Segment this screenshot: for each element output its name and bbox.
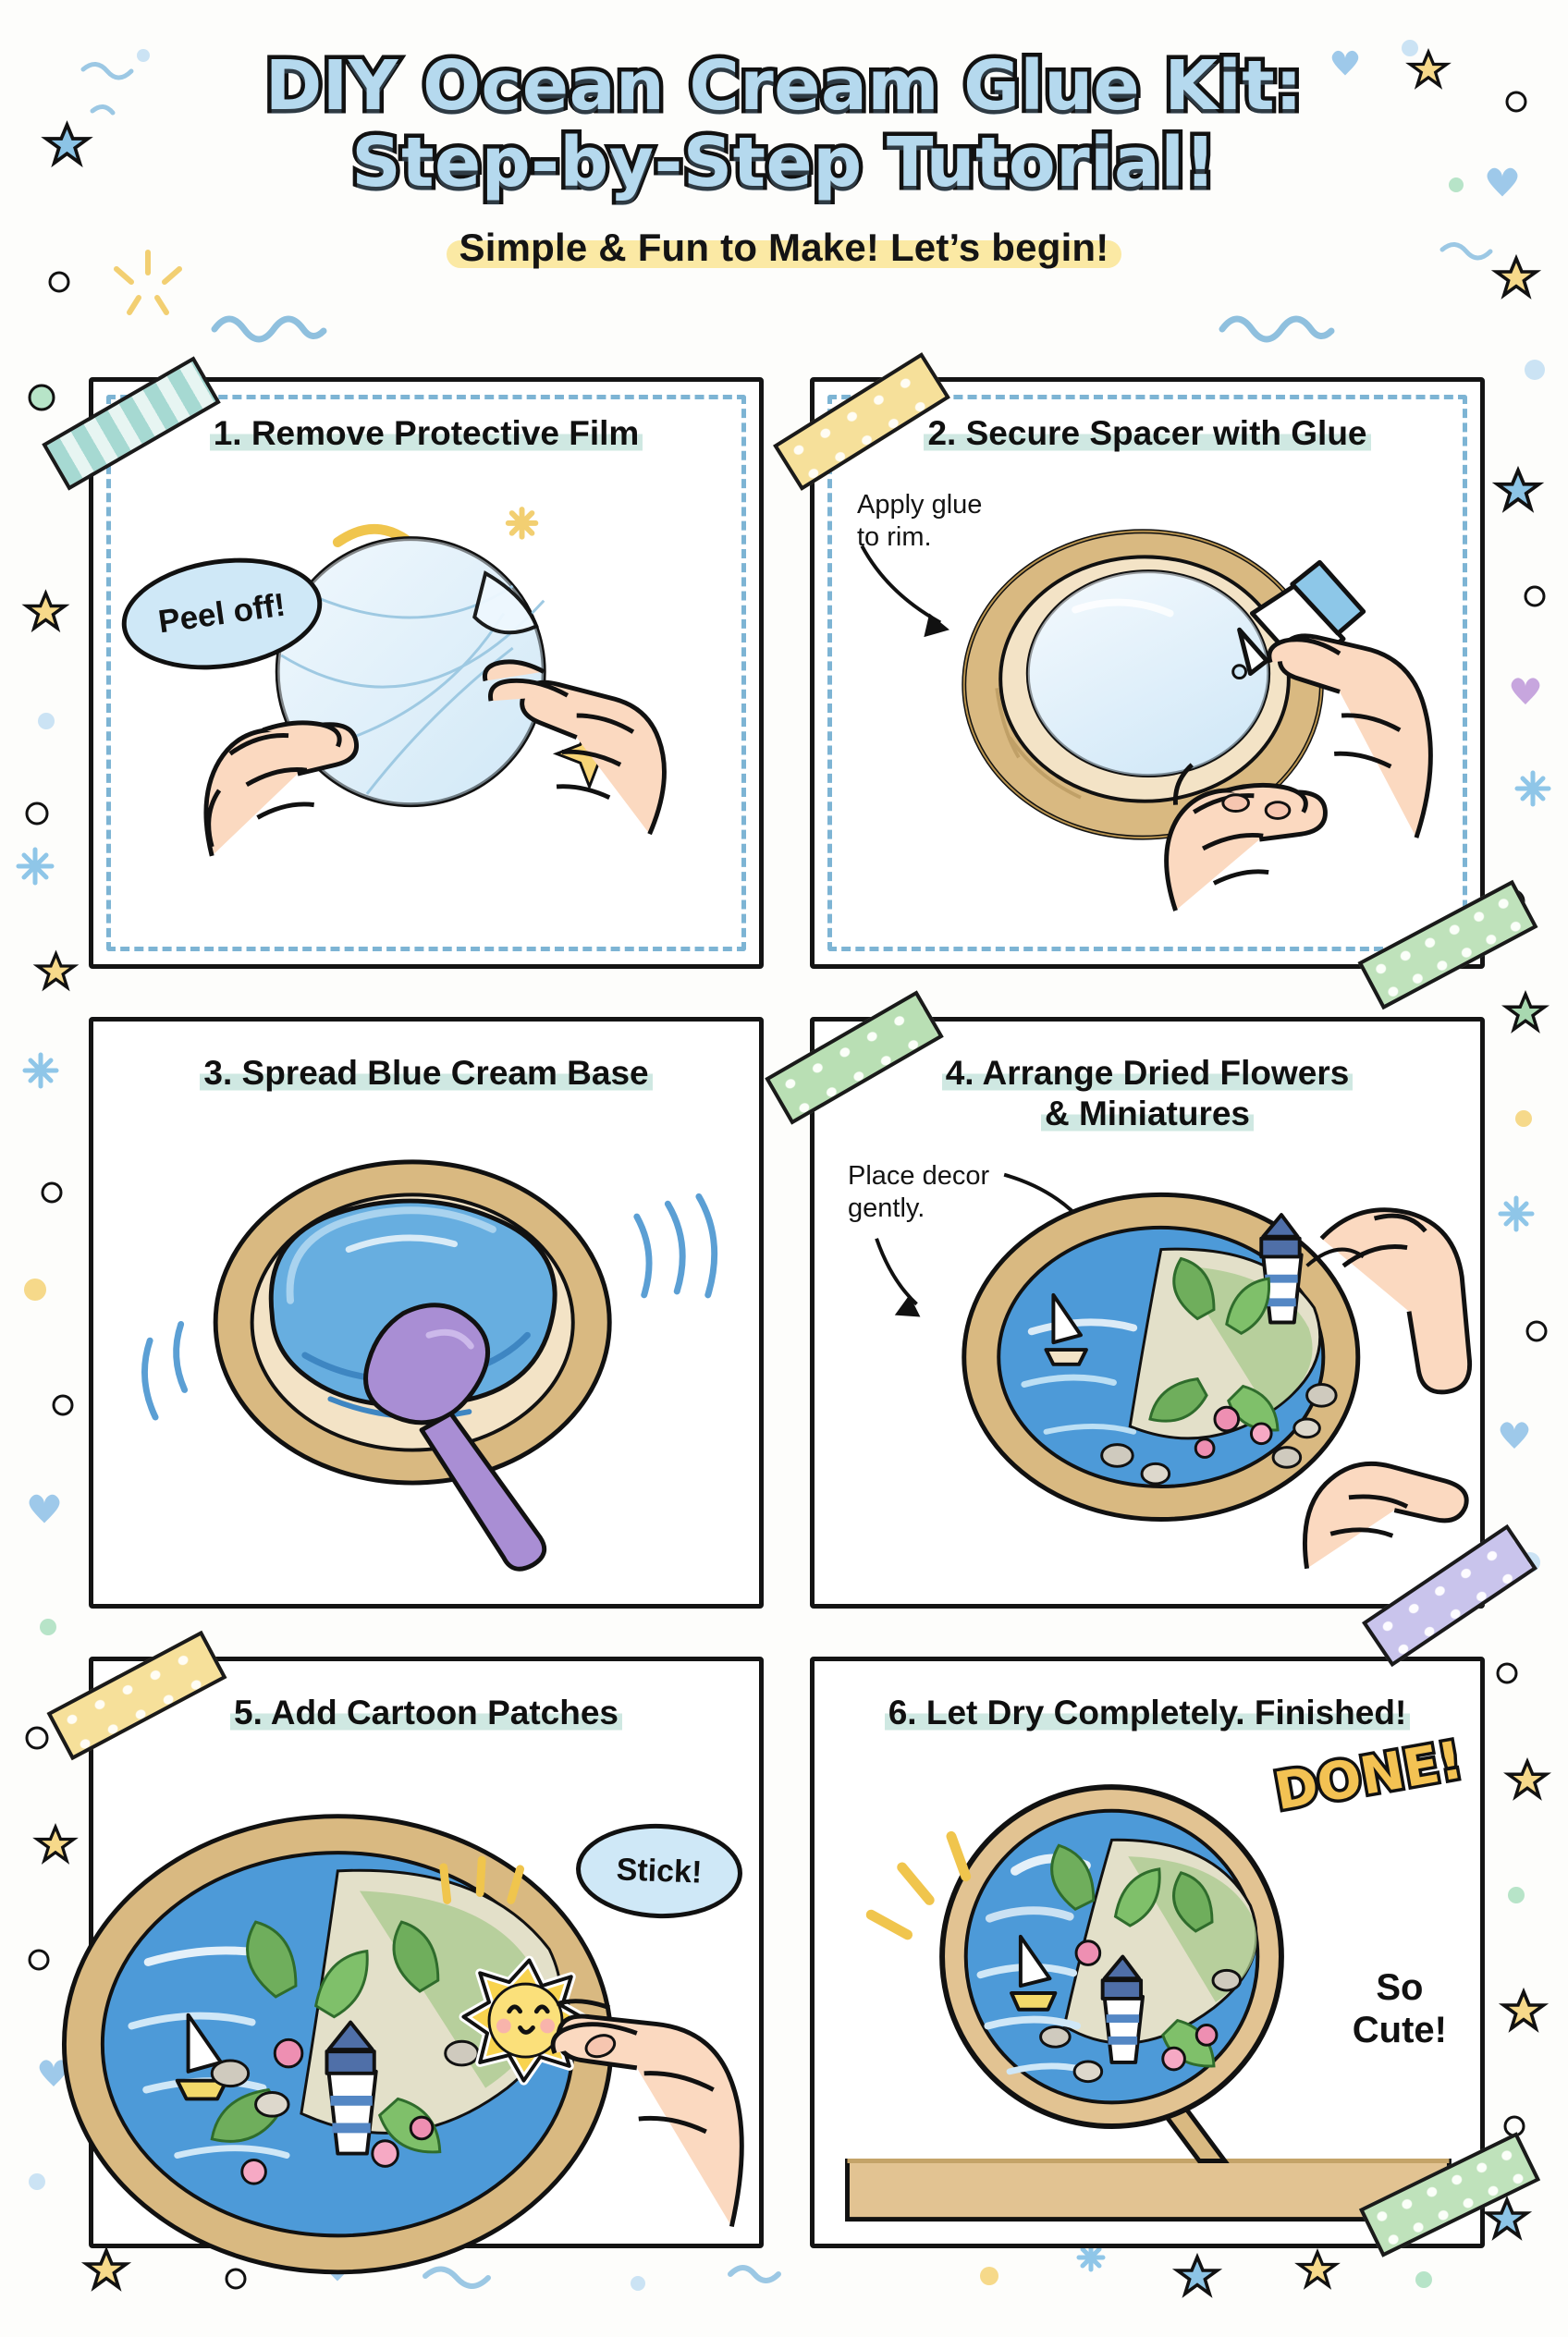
socute-line-1: So xyxy=(1376,1967,1424,2008)
step-5-title: 5. Add Cartoon Patches xyxy=(93,1693,759,1733)
step-2-annotation: Apply glue to rim. xyxy=(857,489,982,554)
annot-line-2: gently. xyxy=(848,1193,925,1223)
page-title: DIY Ocean Cream Glue Kit: Step-by-Step T… xyxy=(0,43,1568,205)
bubble-text: Stick! xyxy=(616,1851,703,1890)
subtitle-squiggle-right xyxy=(1219,315,1335,343)
step-panel-3[interactable]: 3. Spread Blue Cream Base xyxy=(89,1017,764,1609)
subtitle: Simple & Fun to Make! Let’s begin! xyxy=(459,225,1109,269)
step-3-title: 3. Spread Blue Cream Base xyxy=(93,1053,759,1094)
subtitle-wrapper: Simple & Fun to Make! Let’s begin! xyxy=(446,225,1122,270)
step-panel-4[interactable]: 4. Arrange Dried Flowers & Miniatures Pl… xyxy=(765,990,1537,1668)
title-line-1: DIY Ocean Cream Glue Kit: xyxy=(261,43,1306,128)
poster-header: DIY Ocean Cream Glue Kit: Step-by-Step T… xyxy=(0,0,1568,343)
step-4-title: 4. Arrange Dried Flowers & Miniatures xyxy=(815,1053,1480,1133)
subtitle-squiggle-left xyxy=(211,315,327,343)
steps-grid: 1. Remove Protective Film xyxy=(42,352,1541,2275)
step-panel-2[interactable]: 2. Secure Spacer with Glue Apply glue to… xyxy=(773,352,1538,1010)
step-4-illustration xyxy=(875,1172,1473,1570)
step-5-illustration xyxy=(61,1814,744,2275)
step-3-illustration xyxy=(141,1159,718,1572)
panel-dashed-border xyxy=(827,395,1467,951)
step-1-title: 1. Remove Protective Film xyxy=(93,413,759,454)
annot-line-1: Place decor xyxy=(848,1161,990,1191)
socute-line-2: Cute! xyxy=(1352,2010,1447,2050)
panel-dashed-border xyxy=(106,395,746,951)
step-2-illustration xyxy=(860,529,1433,912)
step-2-title: 2. Secure Spacer with Glue xyxy=(815,413,1480,454)
step-panel-1[interactable]: 1. Remove Protective Film xyxy=(42,356,764,969)
bubble-text: Peel off! xyxy=(155,586,288,641)
step-panel-6[interactable]: 6. Let Dry Completely. Finished! xyxy=(810,1657,1541,2257)
annot-line-2: to rim. xyxy=(857,521,932,552)
title-line-2: Step-by-Step Tutorial! xyxy=(348,120,1220,205)
annot-line-1: Apply glue xyxy=(857,490,983,520)
step-6-illustration xyxy=(845,1784,1452,2222)
so-cute-label: So Cute! xyxy=(1353,1966,1447,2051)
step-1-illustration xyxy=(203,507,667,857)
step-4-annotation: Place decor gently. xyxy=(848,1160,989,1225)
step-6-title: 6. Let Dry Completely. Finished! xyxy=(815,1693,1480,1733)
subtitle-highlight xyxy=(446,239,1122,268)
step-panel-5[interactable]: 5. Add Cartoon Patches xyxy=(46,1630,764,2275)
